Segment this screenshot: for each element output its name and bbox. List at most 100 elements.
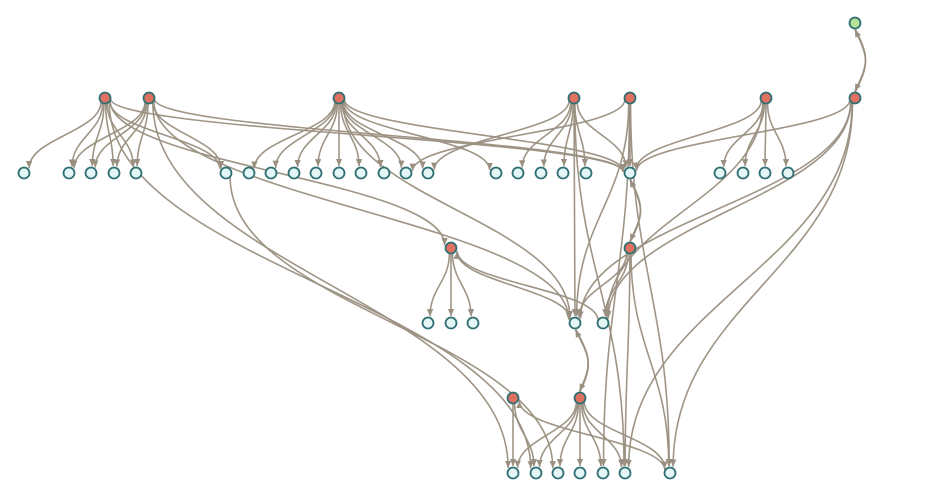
graph-node-hub-h8[interactable] xyxy=(444,241,458,255)
edge-a6-to-c3 xyxy=(229,176,556,469)
graph-node-leaf-a4[interactable] xyxy=(107,166,121,180)
edge-h6-to-a21 xyxy=(632,100,762,170)
edge-h11-to-c3 xyxy=(556,403,580,467)
edge-h1-to-a1 xyxy=(25,101,102,169)
graph-node-leaf-a18[interactable] xyxy=(534,166,548,180)
edge-h7-to-root xyxy=(854,29,867,93)
graph-node-leaf-c5[interactable] xyxy=(596,466,610,480)
graph-node-hub-h9[interactable] xyxy=(623,241,637,255)
edge-h2-to-a2 xyxy=(70,101,146,169)
graph-node-hub-h11[interactable] xyxy=(573,391,587,405)
edge-h2-to-c1 xyxy=(152,101,512,468)
edge-h4-to-a18 xyxy=(540,103,573,167)
edge-h3-to-a14 xyxy=(341,102,405,168)
graph-node-hub-h5[interactable] xyxy=(623,91,637,105)
graph-node-leaf-a1[interactable] xyxy=(17,166,31,180)
graph-node-leaf-a11[interactable] xyxy=(332,166,346,180)
edge-h6-to-a25 xyxy=(766,103,790,167)
edge-h3-to-a16 xyxy=(343,100,493,171)
graph-node-leaf-a6[interactable] xyxy=(219,166,233,180)
graph-node-hub-h7[interactable] xyxy=(848,91,862,105)
edge-h5-to-c7 xyxy=(629,103,673,467)
graph-node-leaf-a22[interactable] xyxy=(713,166,727,180)
edge-h11-to-c6 xyxy=(582,402,625,468)
edge-h6-to-a23 xyxy=(741,103,766,167)
graph-node-leaf-a2[interactable] xyxy=(62,166,76,180)
graph-node-leaf-a17[interactable] xyxy=(511,166,525,180)
graph-node-leaf-c3[interactable] xyxy=(551,466,565,480)
graph-node-hub-h1[interactable] xyxy=(98,91,112,105)
graph-node-leaf-a12[interactable] xyxy=(354,166,368,180)
edge-h6-to-b5 xyxy=(603,102,764,318)
graph-node-leaf-a19[interactable] xyxy=(556,166,570,180)
edge-h3-to-a12 xyxy=(339,103,363,167)
graph-node-leaf-a25[interactable] xyxy=(781,166,795,180)
edge-h4-to-a21 xyxy=(576,102,630,168)
edge-h4-to-c6 xyxy=(573,103,628,467)
edge-h4-to-a15 xyxy=(431,100,570,170)
graph-node-hub-h3[interactable] xyxy=(332,91,346,105)
graph-node-hub-h6[interactable] xyxy=(759,91,773,105)
graph-node-leaf-a23[interactable] xyxy=(736,166,750,180)
graph-node-leaf-c4[interactable] xyxy=(573,466,587,480)
edge-h2-to-b4 xyxy=(153,100,572,320)
graph-node-hub-h4[interactable] xyxy=(567,91,581,105)
graph-node-leaf-b5[interactable] xyxy=(596,316,610,330)
graph-node-hub-h10[interactable] xyxy=(506,391,520,405)
edge-h3-to-a10 xyxy=(314,103,339,167)
edge-b4-to-h11 xyxy=(574,328,589,392)
edge-h1-to-a3 xyxy=(89,103,105,167)
graph-node-leaf-a14[interactable] xyxy=(399,166,413,180)
edge-h7-to-b4 xyxy=(577,101,852,319)
node-layer xyxy=(17,16,862,480)
graph-node-leaf-a10[interactable] xyxy=(309,166,323,180)
edge-h5-to-b4 xyxy=(573,103,630,317)
edge-h11-to-b4 xyxy=(574,329,590,393)
edge-h11-to-c2 xyxy=(536,402,579,467)
graph-node-leaf-a16[interactable] xyxy=(489,166,503,180)
graph-node-leaf-a3[interactable] xyxy=(84,166,98,180)
graph-node-leaf-c6[interactable] xyxy=(618,466,632,480)
graph-node-leaf-b2[interactable] xyxy=(444,316,458,330)
graph-node-leaf-a9[interactable] xyxy=(287,166,301,180)
graph-node-leaf-b1[interactable] xyxy=(421,316,435,330)
edge-h9-to-b4 xyxy=(575,252,628,318)
edge-h2-to-a21 xyxy=(153,98,627,173)
edge-h1-to-a2 xyxy=(68,102,104,167)
graph-node-leaf-a21[interactable] xyxy=(623,166,637,180)
graph-node-leaf-a13[interactable] xyxy=(377,166,391,180)
edge-h7-to-c7 xyxy=(669,102,854,467)
graph-node-leaf-b4[interactable] xyxy=(568,316,582,330)
graph-node-leaf-c7[interactable] xyxy=(663,466,677,480)
graph-node-leaf-a7[interactable] xyxy=(242,166,256,180)
edge-h7-to-b5 xyxy=(605,101,852,319)
edge-h8-to-b1 xyxy=(426,253,451,317)
edge-h1-to-a6 xyxy=(108,100,224,170)
graph-node-root-root[interactable] xyxy=(848,16,862,30)
graph-node-leaf-a20[interactable] xyxy=(579,166,593,180)
edge-c7-to-h10 xyxy=(516,400,666,471)
edge-h6-to-a24 xyxy=(761,103,769,167)
graph-node-leaf-a15[interactable] xyxy=(421,166,435,180)
edge-h10-to-c2 xyxy=(513,403,538,467)
edge-h4-to-a19 xyxy=(560,103,575,167)
edge-h7-to-c6 xyxy=(625,102,853,468)
edge-h9-to-c7 xyxy=(630,253,672,467)
edge-h11-to-c7 xyxy=(583,401,668,469)
graph-node-leaf-c2[interactable] xyxy=(529,466,543,480)
graph-node-leaf-a8[interactable] xyxy=(264,166,278,180)
graph-node-leaf-a24[interactable] xyxy=(758,166,772,180)
edge-h4-to-a17 xyxy=(518,102,572,168)
edge-h8-to-b3 xyxy=(451,253,475,317)
graph-node-leaf-b3[interactable] xyxy=(466,316,480,330)
edge-h4-to-b4 xyxy=(571,103,579,317)
edge-h3-to-a21 xyxy=(343,99,627,172)
graph-node-leaf-a5[interactable] xyxy=(129,166,143,180)
edge-layer xyxy=(25,28,867,471)
edge-h5-to-a14 xyxy=(409,99,626,171)
edge-h2-to-a5 xyxy=(133,103,149,167)
graph-node-leaf-c1[interactable] xyxy=(506,466,520,480)
edge-h2-to-a4 xyxy=(113,102,148,167)
graph-node-hub-h2[interactable] xyxy=(142,91,156,105)
